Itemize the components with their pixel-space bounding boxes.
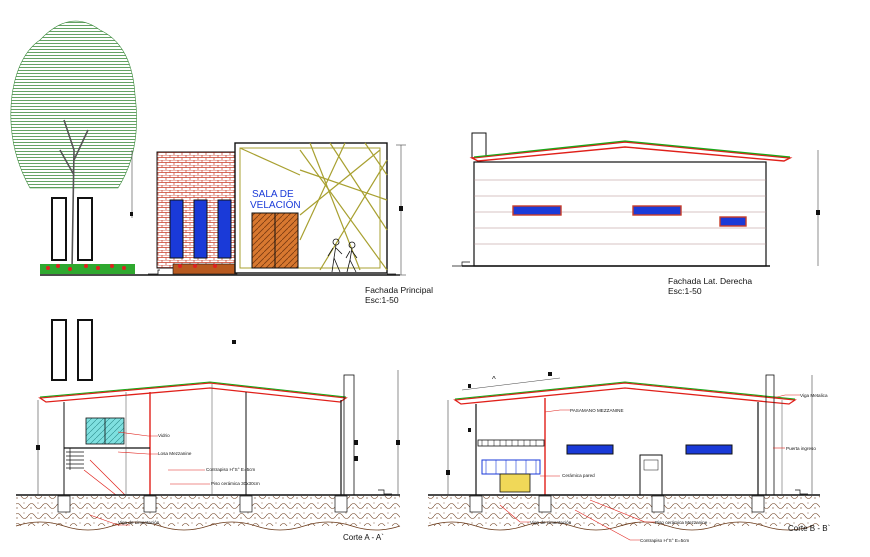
label-viga-cim-b: Viga de cimentación: [530, 520, 572, 525]
section-b-window-2: [685, 444, 733, 455]
label-pasamano: PASAMANO MEZZANINE: [570, 408, 624, 413]
section-b: ^: [427, 372, 831, 543]
chimney: [471, 132, 487, 159]
label-piso-ceramica: Piso cerámica Mezzanine: [655, 520, 708, 525]
post-a-2: [77, 319, 93, 381]
section-b-door: [639, 454, 663, 496]
facade-side-title: Fachada Lat. Derecha: [668, 276, 752, 286]
section-a-roof: [38, 382, 348, 403]
flower-bed: [40, 264, 135, 274]
tree-icon: [10, 20, 137, 271]
blue-window-2: [193, 199, 208, 259]
side-window-3: [719, 216, 747, 227]
post-a-1: [51, 319, 67, 381]
label-viga-a: Viga de cimentación: [118, 520, 160, 525]
label-puerta: Puerta ingreso: [786, 446, 816, 451]
blue-window-3: [217, 199, 232, 259]
section-b-roof: [453, 382, 797, 405]
label-viga-metalica: Viga Metalica: [800, 393, 828, 398]
section-b-window-1: [566, 444, 614, 455]
planter: [172, 263, 238, 275]
facade-side-scale: Esc:1-50: [668, 286, 702, 296]
facade-principal: SALA DE VELACIÓN Fachada Principal Esc:1…: [10, 20, 433, 305]
label-vidrio: Vidrio: [158, 433, 170, 438]
blue-window-1: [169, 199, 184, 259]
label-losa: Losa Mezzanine: [158, 451, 192, 456]
counter: [481, 459, 541, 475]
facade-main-scale: Esc:1-50: [365, 295, 399, 305]
side-roof: [469, 141, 793, 162]
label-ceramica-pared: Cerámica pared: [562, 473, 595, 478]
label-contrapiso-a: Contrapiso H°S° E=5cm: [206, 467, 255, 472]
post-left-2: [77, 197, 93, 261]
label-contrapiso-b: Contrapiso H°S° E=5cm: [640, 538, 689, 543]
people-figures: [327, 238, 358, 273]
facade-side: Fachada Lat. Derecha Esc:1-50: [452, 132, 820, 296]
side-window-1: [512, 205, 562, 216]
facade-main-title: Fachada Principal: [365, 285, 433, 295]
svg-text:^: ^: [492, 375, 496, 384]
post-left-1: [51, 197, 67, 261]
sign-line-2: VELACIÓN: [250, 198, 301, 211]
section-b-title: Corte B - B`: [788, 524, 831, 533]
section-a: Vidrio Losa Mezzanine Contrapiso H°S° E=…: [15, 319, 401, 542]
sign-line-1: SALA DE: [252, 189, 294, 200]
side-window-2: [632, 205, 682, 216]
label-piso-a: Piso cerámica 30x30cm: [211, 481, 260, 486]
section-a-title: Corte A - A`: [343, 533, 384, 542]
